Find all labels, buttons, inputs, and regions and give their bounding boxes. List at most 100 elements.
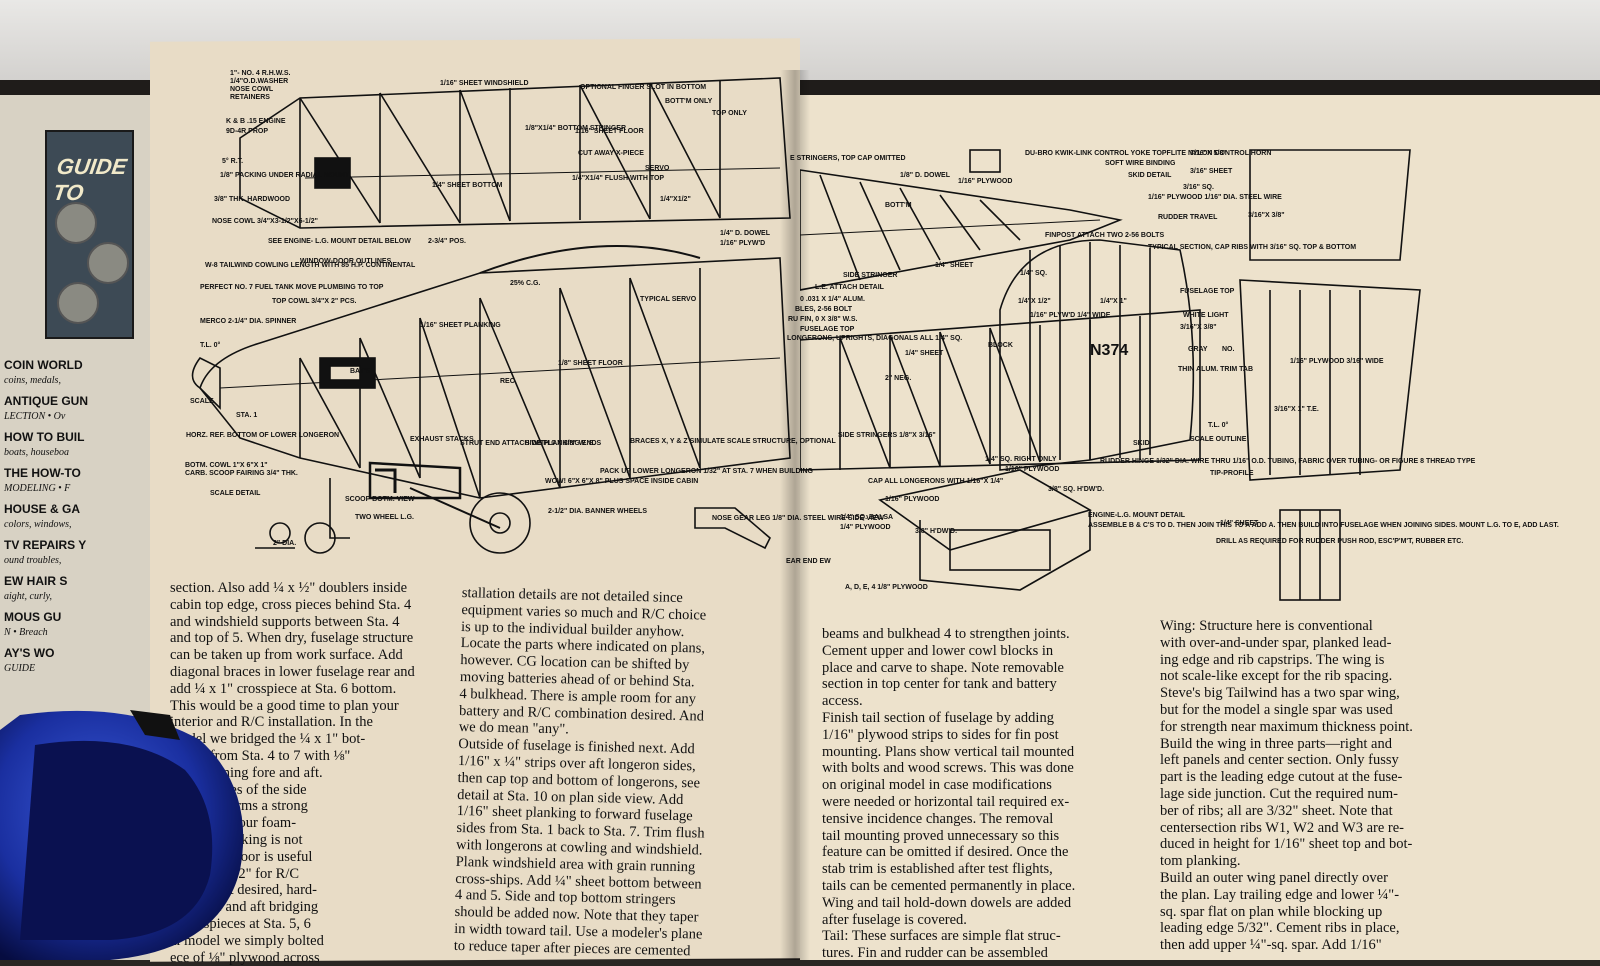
plan-label: 3/16"X 1" T.E. xyxy=(1274,406,1319,413)
right-text-column-1: beams and bulkhead 4 to strengthen joint… xyxy=(822,626,1152,962)
plan-label: 3/16"X 3/8" xyxy=(1248,212,1285,219)
magazine-item-subtitle: colors, windows, xyxy=(4,519,72,530)
plan-label: 1/16" PLYWOOD xyxy=(958,178,1013,185)
magazine-item-title: THE HOW-TO xyxy=(4,466,81,480)
text-line: Wing and tail hold-down dowels are added xyxy=(822,894,1072,911)
text-line: access. xyxy=(822,693,863,710)
plan-label: SKID DETAIL xyxy=(1128,172,1172,179)
plan-label: EXHAUST STACKS xyxy=(410,436,474,443)
plan-label: FINPOST ATTACH TWO 2-56 BOLTS xyxy=(1045,232,1165,239)
magazine-cover-title: GUIDE TO xyxy=(51,154,129,205)
plan-label: CARB. SCOOP FAIRING 3/4" THK. xyxy=(185,470,298,477)
text-line: after fuselage is covered. xyxy=(822,911,967,928)
text-line: ing edge and rib capstrips. The wing is xyxy=(1160,651,1385,668)
plan-label: TIP-PROFILE xyxy=(1210,470,1254,477)
plan-label: RETAINERS xyxy=(230,94,270,101)
plan-label: FUSELAGE TOP xyxy=(1180,288,1235,295)
magazine-cover-ad: GUIDE TO xyxy=(45,130,134,339)
plan-label: 3/16" SHEET xyxy=(1190,168,1233,175)
plan-label: 1/4"X 1" xyxy=(1100,298,1127,305)
plan-label: BAT'S xyxy=(350,368,371,375)
text-line: Steve's big Tailwind has a two spar wing… xyxy=(1160,685,1400,702)
plan-label: 1/8" D. DOWEL xyxy=(900,172,950,179)
text-line: tails can be cemented permanently in pla… xyxy=(822,877,1076,894)
plan-label: SERVO xyxy=(645,165,670,172)
plan-label: SKID xyxy=(1133,440,1150,447)
plan-label: NO. xyxy=(1222,346,1235,353)
plan-label: BLOCK xyxy=(988,342,1013,349)
plan-label: MERCO 2-1/4" DIA. SPINNER xyxy=(200,318,297,325)
plan-label: T.L. 0° xyxy=(200,342,221,349)
text-line: tail mounting proved unnecessary so this xyxy=(822,827,1060,844)
plan-label: 1/8" SHEET FLOOR xyxy=(558,360,623,367)
text-line: then add upper ¼"-sq. spar. Add 1/16" xyxy=(1160,937,1382,954)
text-line: Tail: These surfaces are simple flat str… xyxy=(822,928,1061,945)
plan-label: SIDE PLANKING ENDS xyxy=(525,440,602,447)
plan-label: E STRINGERS, TOP CAP OMITTED xyxy=(790,155,906,162)
plan-label: TOP ONLY xyxy=(712,110,747,117)
plan-label: 1/4" SQ. RIGHT ONLY xyxy=(985,456,1057,463)
plan-label: NOSE COWL xyxy=(230,86,274,93)
text-line: for strength near maximum thickness poin… xyxy=(1160,718,1413,735)
plan-label: TYPICAL SERVO xyxy=(640,296,697,303)
plan-label: 3/16" SQ. xyxy=(1183,184,1214,191)
left-plan-drawing xyxy=(191,77,791,554)
text-line: beams and bulkhead 4 to strengthen joint… xyxy=(822,626,1070,642)
magazine-item-title: TV REPAIRS Y xyxy=(4,538,87,552)
plan-label: 1/8"X1/4" BOTTOM STRINGER xyxy=(525,125,627,132)
plan-label: SOFT WIRE BINDING xyxy=(1105,160,1176,167)
text-line: on original model in case modifications xyxy=(822,777,1052,794)
plan-label: 1/8" PACKING UNDER RADIAL MOUNT xyxy=(220,172,350,179)
plan-label: NOSE GEAR LEG 1/8" DIA. STEEL WIRE SIDE … xyxy=(712,515,884,522)
plan-label: WHITE LIGHT xyxy=(1183,312,1229,319)
plan-label: BOTM. COWL 1"X 6"X 1" xyxy=(185,462,268,469)
left-text-column-2: stallation details are not detailed sinc… xyxy=(454,585,767,961)
plan-label: BRACES X, Y & Z SIMULATE SCALE STRUCTURE… xyxy=(630,438,836,445)
plan-label: HORZ. REF. BOTTOM OF LOWER LONGERON xyxy=(186,432,340,439)
plan-label: DRILL AS REQUIRED FOR RUDDER PUSH ROD, E… xyxy=(1216,538,1464,545)
plan-label: BLES, 2-56 BOLT xyxy=(795,306,853,313)
text-line: diagonal braces in lower fuselage rear a… xyxy=(170,663,415,680)
text-line: This would be a good time to plan your xyxy=(170,697,399,714)
plan-label: 1/16" PLYW'D 1/4" WIDE xyxy=(1030,312,1111,319)
text-line: Build the wing in three parts—right and xyxy=(1160,735,1392,752)
magazine-item-subtitle: aight, curly, xyxy=(4,591,53,602)
plan-label: CAP ALL LONGERONS WITH 1/16"X 1/4" xyxy=(868,478,1004,485)
magazine-item-title: COIN WORLD xyxy=(4,358,83,372)
plan-label: SEE ENGINE- L.G. MOUNT DETAIL BELOW xyxy=(268,238,411,245)
plan-label: SCOOP BOTM. VIEW xyxy=(345,496,415,503)
text-line: place and carve to shape. Note removable xyxy=(822,659,1064,676)
registration-number: N374 xyxy=(1090,342,1128,359)
plan-label: TOP COWL 3/4"X 2" PCS. xyxy=(272,298,357,305)
plan-label: PERFECT NO. 7 FUEL TANK MOVE PLUMBING TO… xyxy=(200,284,384,291)
text-line: duced in height for 1/16" sheet top and … xyxy=(1160,836,1413,853)
magazine-item-title: AY'S WO xyxy=(4,646,55,660)
plan-label: 1/16" PLYWOOD xyxy=(1005,466,1060,473)
text-line: with over-and-under spar, planked lead- xyxy=(1160,634,1392,651)
plan-label: 2" DIA. xyxy=(273,540,297,547)
plan-label: 1/4"O.D.WASHER xyxy=(230,78,289,85)
plan-label: WINDOW-DOOR OUTLINES xyxy=(300,258,392,265)
plan-label: 1/4" PLYWOOD xyxy=(840,524,891,531)
plan-label: FUSELAGE TOP xyxy=(800,326,855,333)
plan-label: ASSEMBLE B & C'S TO D. THEN JOIN THIS TO… xyxy=(1088,522,1559,529)
plan-label: SIDE STRINGERS 1/8"X 3/16" xyxy=(838,432,936,439)
magazine-item-title: ANTIQUE GUN xyxy=(4,394,88,408)
plan-label: STRUT END ATTACH WITH 0 X 3/8" W. S. xyxy=(460,440,596,447)
text-line: stab trim is established after test flig… xyxy=(822,861,1053,878)
plan-label: SIDE STRINGER xyxy=(843,272,898,279)
plan-label: 1/16" SHEET PLANKING xyxy=(420,322,501,329)
coin-image xyxy=(55,202,97,244)
plan-label: 1/16" PLYWOOD xyxy=(885,496,940,503)
plan-label: 1/4" SHEET xyxy=(1220,520,1259,527)
magazine-item-subtitle: coins, medals, xyxy=(4,375,61,386)
text-line: and top of 5. When dry, fuselage structu… xyxy=(170,630,414,647)
text-line: interior and R/C installation. In the xyxy=(170,714,373,731)
text-line: but for the model a single spar was used xyxy=(1160,701,1393,718)
plan-label: 1"- NO. 4 R.H.W.S. xyxy=(230,70,291,77)
plan-label: TWO WHEEL L.G. xyxy=(355,514,414,521)
text-line: and windshield supports between Sta. 4 xyxy=(170,613,400,630)
plan-label: DU-BRO KWIK-LINK CONTROL YOKE TOPFLITE N… xyxy=(1025,150,1272,157)
plan-label: 1/16" SHEET FLOOR xyxy=(575,128,644,135)
